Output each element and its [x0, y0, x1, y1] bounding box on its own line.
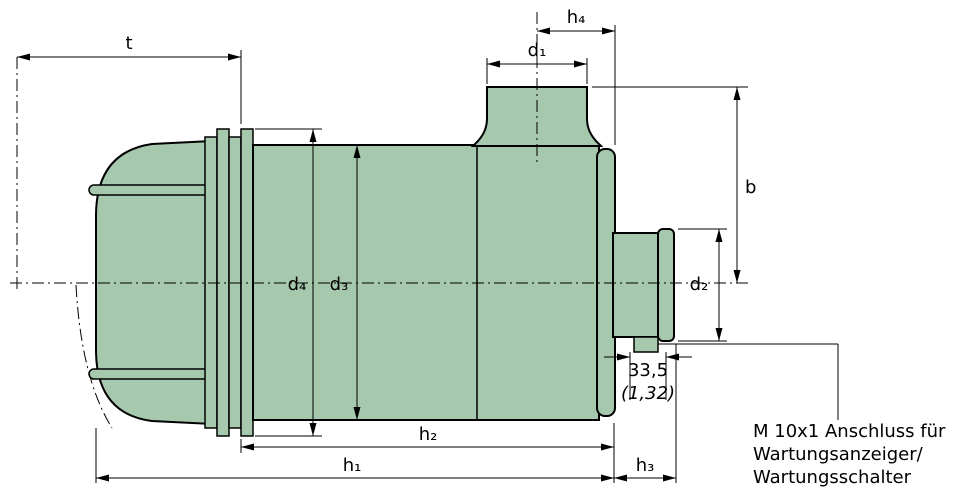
outlet-stub — [612, 232, 661, 338]
note-line-3: Wartungsschalter — [753, 467, 912, 488]
service-port-note: M 10x1 Anschluss für Wartungsanzeiger/ W… — [658, 343, 946, 488]
dim-label-offset-inch: (1,32) — [621, 383, 675, 404]
dim-label-d2: d₂ — [690, 274, 709, 295]
dim-label-h4: h₄ — [567, 7, 586, 28]
note-line-1: M 10x1 Anschluss für — [753, 421, 946, 442]
dim-label-h1: h₁ — [343, 455, 362, 476]
dim-label-offset-mm: 33,5 — [628, 360, 668, 381]
dimensions: t h₄ d₁ b d₂ d₄ d₃ 33,5 (1,32) — [17, 7, 756, 483]
dim-label-d3: d₃ — [330, 274, 349, 295]
dim-label-h2: h₂ — [419, 424, 438, 445]
service-port-nipple — [633, 336, 659, 353]
note-line-2: Wartungsanzeiger/ — [753, 444, 924, 465]
dim-label-d1: d₁ — [528, 40, 547, 61]
outlet-bead — [657, 228, 675, 342]
dim-label-b: b — [745, 177, 756, 198]
cover-removal-arc — [75, 284, 113, 429]
dim-label-h3: h₃ — [636, 455, 655, 476]
dim-label-t: t — [125, 33, 132, 54]
centerlines — [10, 12, 748, 429]
filter-housing — [88, 86, 675, 437]
dim-label-d4: d₄ — [288, 274, 307, 295]
